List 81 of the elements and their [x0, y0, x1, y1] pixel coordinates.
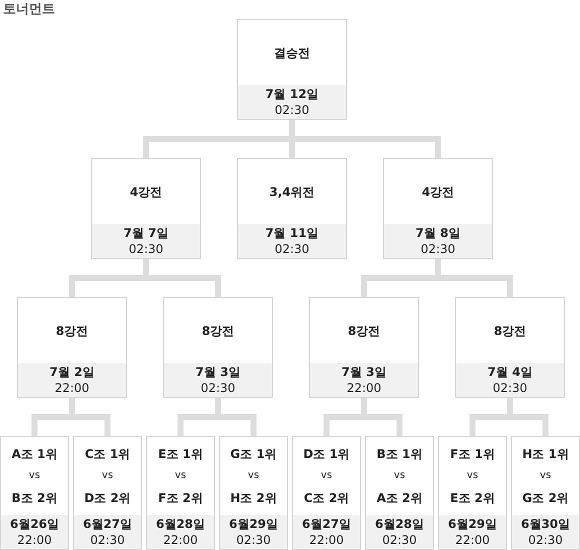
match-card: [292, 436, 361, 550]
match-date: 6월28일: [374, 516, 424, 532]
match-date: 7월 2일: [50, 364, 94, 380]
round-name: 8강전: [56, 322, 88, 338]
team-label: A조 2위: [376, 490, 422, 507]
match-time: 22:00: [54, 380, 90, 396]
match-card: [438, 436, 507, 550]
round-name: 4강전: [130, 184, 162, 200]
match-time: 02:30: [128, 241, 164, 257]
match-time: 02:30: [382, 532, 417, 548]
match-time: 02:30: [274, 102, 310, 118]
match-date: 6월29일: [448, 516, 498, 532]
team-label: B조 2위: [12, 490, 58, 507]
match-time: 22:00: [163, 532, 198, 548]
match-card: [455, 297, 565, 398]
round-name: 4강전: [422, 184, 454, 200]
match-date: 7월 7일: [124, 225, 168, 241]
versus-label: vs: [248, 469, 260, 483]
match-time: 02:30: [274, 241, 310, 257]
team-label: G조 1위: [230, 446, 277, 463]
match-card: [219, 436, 288, 550]
match-time: 02:30: [200, 380, 236, 396]
round-name: 3,4위전: [269, 184, 315, 200]
team-label: C조 1위: [84, 446, 130, 463]
versus-label: vs: [28, 469, 40, 483]
team-label: B조 1위: [376, 446, 422, 463]
match-date: 6월27일: [82, 516, 132, 532]
team-label: E조 2위: [450, 490, 495, 507]
match-card: [163, 297, 273, 398]
match-card: [237, 158, 347, 259]
match-date: 7월 3일: [342, 364, 386, 380]
round-name: 8강전: [494, 322, 526, 338]
match-time: 22:00: [455, 532, 490, 548]
match-card: [0, 436, 69, 550]
match-card: [91, 158, 201, 259]
team-label: D조 1위: [303, 446, 350, 463]
match-date: 6월28일: [156, 516, 206, 532]
versus-label: vs: [102, 469, 114, 483]
round-name: 8강전: [348, 322, 380, 338]
team-label: C조 2위: [304, 490, 350, 507]
round-name: 결승전: [274, 44, 310, 60]
match-time: 02:30: [528, 532, 563, 548]
match-date: 7월 8일: [416, 225, 460, 241]
match-date: 6월29일: [228, 516, 278, 532]
match-card: [309, 297, 419, 398]
team-label: H조 1위: [522, 446, 569, 463]
match-card: [365, 436, 434, 550]
match-card: [17, 297, 127, 398]
team-label: G조 2위: [522, 490, 569, 507]
match-date: 6월27일: [302, 516, 352, 532]
versus-label: vs: [174, 469, 186, 483]
match-time: 02:30: [492, 380, 528, 396]
match-time: 22:00: [17, 532, 52, 548]
match-date: 6월26일: [10, 516, 60, 532]
match-card: [383, 158, 493, 259]
match-date: 7월 11일: [265, 225, 319, 241]
team-label: D조 2위: [84, 490, 131, 507]
team-label: H조 2위: [230, 490, 277, 507]
team-label: A조 1위: [12, 446, 58, 463]
match-time: 22:00: [346, 380, 382, 396]
round-name: 8강전: [202, 322, 234, 338]
match-card: [237, 19, 347, 120]
team-label: F조 1위: [450, 446, 495, 463]
versus-label: vs: [394, 469, 406, 483]
match-time: 02:30: [420, 241, 456, 257]
match-time: 22:00: [309, 532, 344, 548]
versus-label: vs: [320, 469, 332, 483]
match-date: 7월 12일: [265, 86, 319, 102]
match-date: 7월 3일: [196, 364, 240, 380]
team-label: E조 1위: [158, 446, 203, 463]
page-title: 토너먼트: [3, 1, 55, 18]
match-card: [511, 436, 580, 550]
match-date: 7월 4일: [488, 364, 532, 380]
match-time: 02:30: [236, 532, 271, 548]
match-card: [146, 436, 215, 550]
team-label: F조 2위: [158, 490, 203, 507]
match-date: 6월30일: [520, 516, 570, 532]
versus-label: vs: [540, 469, 552, 483]
match-card: [73, 436, 142, 550]
match-time: 02:30: [90, 532, 125, 548]
versus-label: vs: [466, 469, 478, 483]
